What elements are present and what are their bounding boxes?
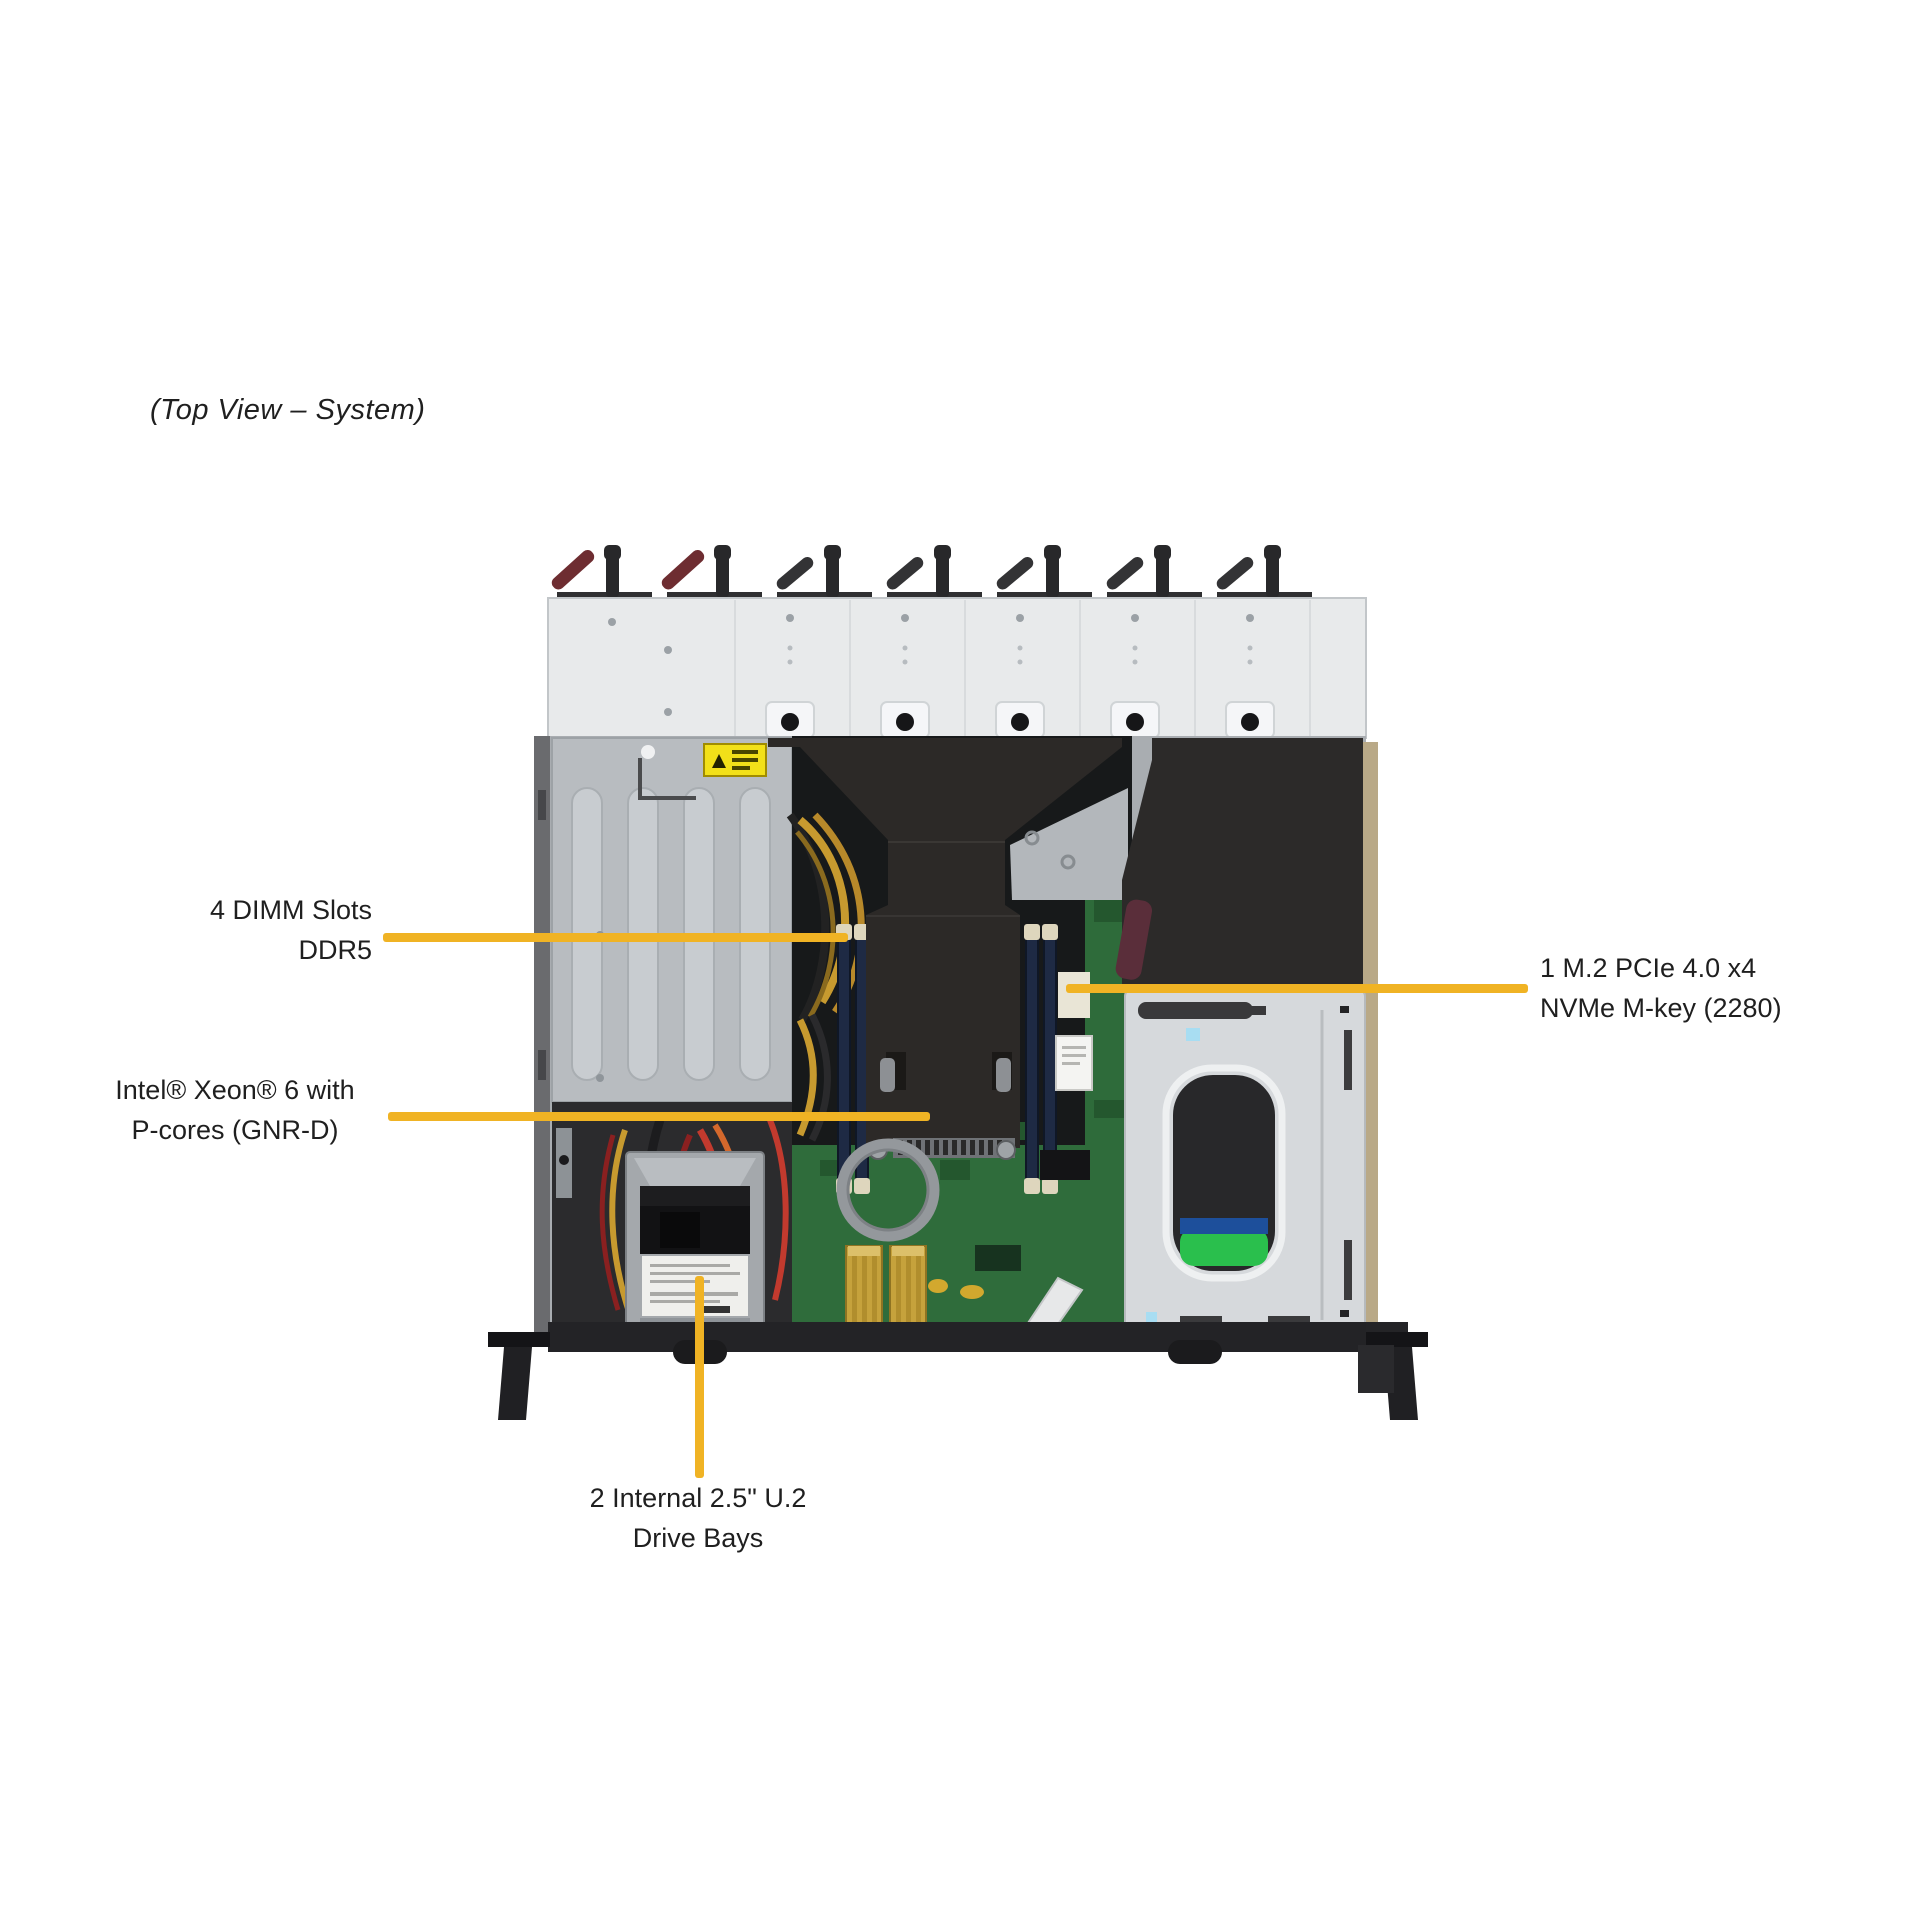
dimm-slots xyxy=(836,924,1058,1194)
sfp-cages xyxy=(845,1245,927,1335)
callout-label-m2: 1 M.2 PCIe 4.0 x4 NVMe M-key (2280) xyxy=(1540,948,1782,1028)
callout-line-drive xyxy=(695,1276,704,1478)
air-shroud xyxy=(768,738,1122,1148)
braided-cable-loop xyxy=(836,1138,940,1242)
pcb-components xyxy=(836,1138,1090,1346)
psu-cover xyxy=(551,737,793,1103)
callout-line-cpu xyxy=(388,1112,930,1121)
warning-label xyxy=(703,743,767,777)
rack-ear-left xyxy=(488,1332,550,1420)
callout-label-dimm-line1: 4 DIMM Slots xyxy=(209,895,372,925)
cage-handle xyxy=(1138,1002,1253,1019)
front-wall xyxy=(548,1322,1366,1364)
callout-label-drive: 2 Internal 2.5" U.2 Drive Bays xyxy=(498,1478,898,1558)
callout-lines xyxy=(383,933,1528,1478)
rear-panel-tabs xyxy=(765,701,1275,739)
callout-label-cpu-line2: P-cores (GNR-D) xyxy=(131,1115,339,1145)
callout-label-dimm-line2: DDR5 xyxy=(298,935,372,965)
antenna-upright xyxy=(604,545,1281,598)
antenna-row xyxy=(551,545,1312,606)
callout-line-m2 xyxy=(1066,984,1528,993)
drive-blue-stripe xyxy=(1180,1218,1268,1234)
callout-label-drive-line1: 2 Internal 2.5" U.2 xyxy=(589,1483,807,1513)
right-panel xyxy=(1115,738,1363,986)
ribbon-cable xyxy=(1115,899,1153,980)
callout-label-drive-line2: Drive Bays xyxy=(632,1523,764,1553)
callout-line-dimm xyxy=(383,933,848,942)
antenna-folded xyxy=(551,550,1254,590)
internal-drive-bracket xyxy=(625,1151,765,1343)
m2-slot xyxy=(1055,972,1093,1091)
rear-panel xyxy=(547,597,1367,739)
mid-gray-gap xyxy=(1010,788,1128,900)
callout-label-m2-line1: 1 M.2 PCIe 4.0 x4 xyxy=(1540,953,1757,983)
callout-label-cpu: Intel® Xeon® 6 with P-cores (GNR-D) xyxy=(35,1070,435,1150)
figure-title: (Top View – System) xyxy=(150,394,426,426)
drive-green-label xyxy=(1180,1228,1268,1266)
rack-ear-right xyxy=(1358,1332,1428,1420)
callout-label-m2-line2: NVMe M-key (2280) xyxy=(1540,993,1782,1023)
drive-bays xyxy=(1108,989,1408,1344)
callout-label-dimm: 4 DIMM Slots DDR5 xyxy=(210,890,372,970)
callout-label-cpu-line1: Intel® Xeon® 6 with xyxy=(115,1075,355,1105)
